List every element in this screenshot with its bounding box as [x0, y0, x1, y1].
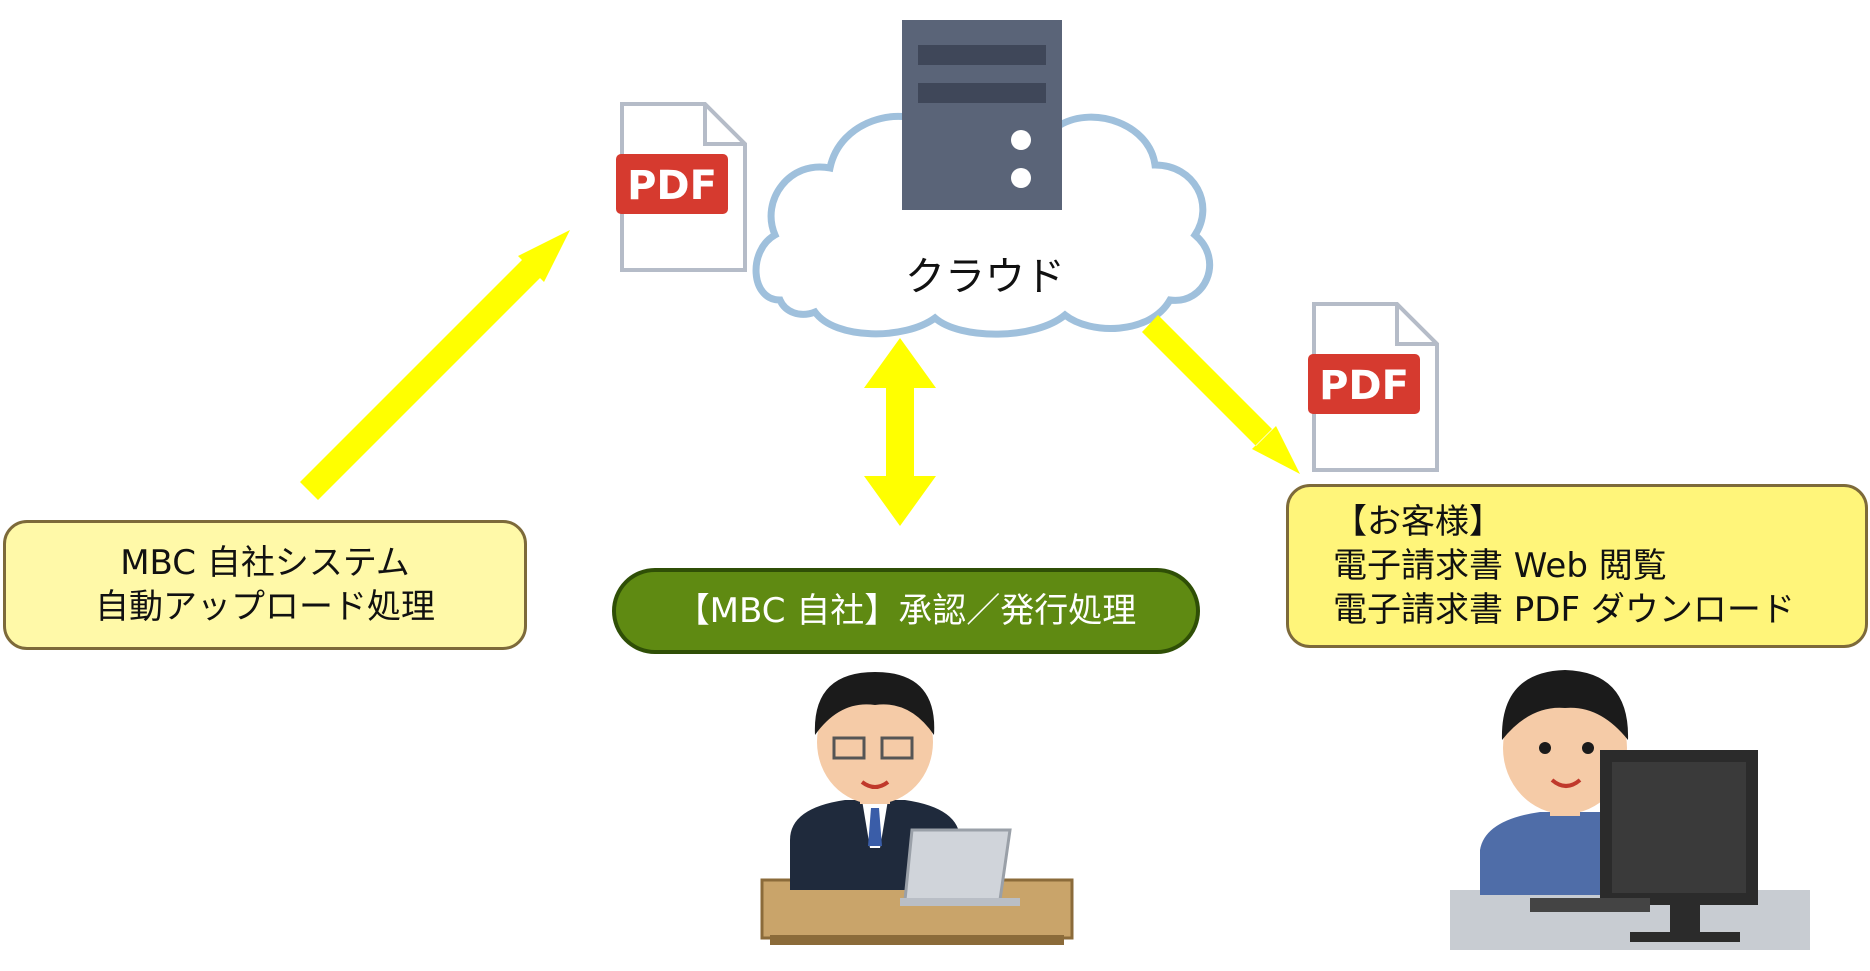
cloud-label: クラウド [905, 254, 1065, 300]
auto-upload-box: MBC 自社システム 自動アップロード処理 [3, 520, 527, 650]
pdf-file-icon-right: PDF [1308, 302, 1439, 472]
arrow-bidirectional [864, 338, 936, 526]
pdf-label-left: PDF [627, 163, 717, 209]
customer-line3: 電子請求書 PDF ダウンロード [1333, 590, 1795, 630]
businessman-laptop-illustration [760, 672, 1074, 945]
pdf-file-icon-left: PDF [616, 102, 747, 272]
arrow-download [1142, 315, 1300, 474]
customer-line2: 電子請求書 Web 閲覧 [1333, 546, 1667, 586]
customer-line1: 【お客様】 [1333, 502, 1503, 542]
customer-computer-illustration [1450, 670, 1810, 950]
server-icon [902, 20, 1062, 210]
approval-label: 【MBC 自社】承認／発行処理 [675, 591, 1137, 631]
approval-box: 【MBC 自社】承認／発行処理 [612, 568, 1200, 654]
customer-box: 【お客様】 電子請求書 Web 閲覧 電子請求書 PDF ダウンロード [1286, 484, 1868, 648]
pdf-label-right: PDF [1319, 363, 1409, 409]
auto-upload-line2: 自動アップロード処理 [95, 587, 435, 627]
auto-upload-line1: MBC 自社システム [120, 543, 410, 583]
arrow-upload [300, 230, 570, 500]
cloud-shape [752, 99, 1214, 338]
